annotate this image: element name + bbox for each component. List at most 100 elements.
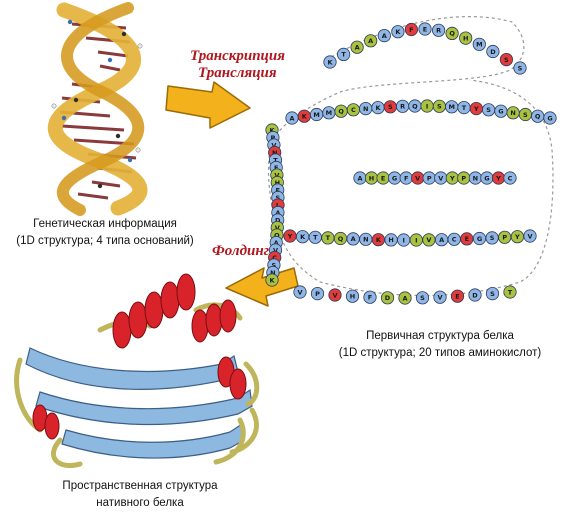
amino-acid-bead [350,40,364,54]
amino-acid-bead [404,22,418,37]
amino-acid-letter: L [276,201,280,209]
amino-acid-bead [391,25,405,39]
amino-acid-letter: E [455,293,459,301]
amino-acid-bead [310,286,325,301]
alpha-helix-3 [217,356,247,400]
translation-label: Трансляция [198,65,277,82]
amino-acid-letter: A [351,235,356,243]
amino-acid-bead [377,28,391,43]
dna-double-helix [47,2,148,216]
amino-acid-letter: A [402,294,407,302]
transcription-translation-arrow [165,81,251,129]
alpha-helix-1 [112,273,196,349]
amino-acid-letter: A [274,239,279,247]
amino-acid-bead [398,291,412,305]
amino-acid-letter: P [315,290,320,298]
amino-acid-letter: K [300,233,306,241]
genetic-info-caption: Генетическая информация (1D структура; 4… [10,216,200,249]
amino-acid-letter: V [415,174,420,182]
amino-acid-letter: S [486,106,491,114]
amino-acid-letter: P [427,174,432,182]
amino-acid-letter: A [275,209,280,217]
amino-acid-letter: N [270,269,275,277]
amino-acid-bead [336,47,351,62]
folding-label: Фолдинг [212,243,270,259]
amino-acid-letter: Q [338,108,344,116]
dna-strand-back [56,2,145,216]
alpha-helix-4 [32,404,60,440]
amino-acid-bead [328,288,342,302]
amino-acid-bead [468,288,482,302]
amino-acid-letter: E [465,235,469,243]
amino-acid-letter: C [272,254,277,262]
amino-acid-letter: V [297,288,302,296]
amino-acid-letter: D [490,48,496,56]
amino-acid-bead [499,52,513,67]
amino-acid-letter: G [484,174,489,182]
amino-acid-bead [472,37,486,51]
amino-acid-letter: C [351,106,356,114]
amino-acid-letter: Q [535,113,541,121]
amino-acid-letter: Y [495,174,501,182]
amino-acid-letter: T [341,51,346,59]
amino-acid-letter: V [271,141,276,149]
amino-acid-bead [485,286,500,301]
amino-acid-letter: D [385,294,391,302]
amino-acid-letter: R [436,27,441,35]
amino-acid-letter: M [476,41,482,49]
amino-acid-letter: Q [338,235,344,243]
amino-acid-letter: F [274,164,278,172]
dna-atoms [51,19,143,189]
amino-acid-bead [345,289,360,303]
transcription-label: Транскрипция [190,48,285,64]
amino-acid-letter: A [368,37,373,45]
amino-acid-letter: A [357,174,362,182]
amino-acid-letter: K [269,276,275,284]
amino-acid-bead [503,171,517,185]
amino-acid-letter: M [326,109,332,117]
amino-acid-letter: G [477,235,482,243]
amino-acid-bead [503,285,517,299]
amino-acid-letter: M [313,111,319,119]
amino-acid-letter: V [332,291,337,299]
amino-acid-letter: F [409,26,413,34]
amino-acid-letter: I [402,236,404,244]
amino-acid-bead [415,291,430,305]
amino-acid-letter: N [363,236,368,244]
amino-acid-letter: S [272,261,277,269]
amino-acid-letter: S [518,64,523,72]
dna-strand-front [47,2,148,216]
primary-structure-title: Первичная структура белка [366,330,514,342]
amino-acid-letter: C [508,174,513,182]
amino-acid-letter: N [363,105,368,113]
amino-acid-letter: K [395,28,401,36]
amino-acid-letter: V [437,294,442,302]
amino-acid-letter: P [271,134,276,142]
amino-acid-letter: S [420,294,425,302]
amino-acid-letter: V [527,232,532,240]
amino-acid-bead [293,285,307,299]
amino-acid-letter: P [502,234,507,242]
amino-acid-letter: F [368,294,372,302]
amino-acid-bead [323,55,337,69]
amino-acid-letter: S [276,194,281,202]
folding-arrow [225,267,299,307]
amino-acid-bead [459,31,473,45]
amino-acid-letter: K [302,113,308,121]
amino-acid-letter: I [426,102,428,110]
amino-acid-letter: M [448,103,454,111]
amino-acid-letter: F [404,174,408,182]
amino-acid-letter: P [461,174,466,182]
primary-structure-detail: (1D структура; 20 типов аминокислот) [338,346,542,359]
amino-acid-letter: V [275,224,280,232]
amino-acid-letter: A [289,114,294,122]
amino-acid-bead [523,229,537,243]
amino-acid-letter: N [510,109,515,117]
amino-acid-bead [431,23,446,37]
amino-acid-letter: T [508,288,513,296]
amino-acid-letter: S [523,111,528,119]
amino-acid-bead [380,291,395,305]
transcription-translation-label: Транскрипция Трансляция [190,48,285,83]
amino-acid-letter: E [423,25,427,33]
